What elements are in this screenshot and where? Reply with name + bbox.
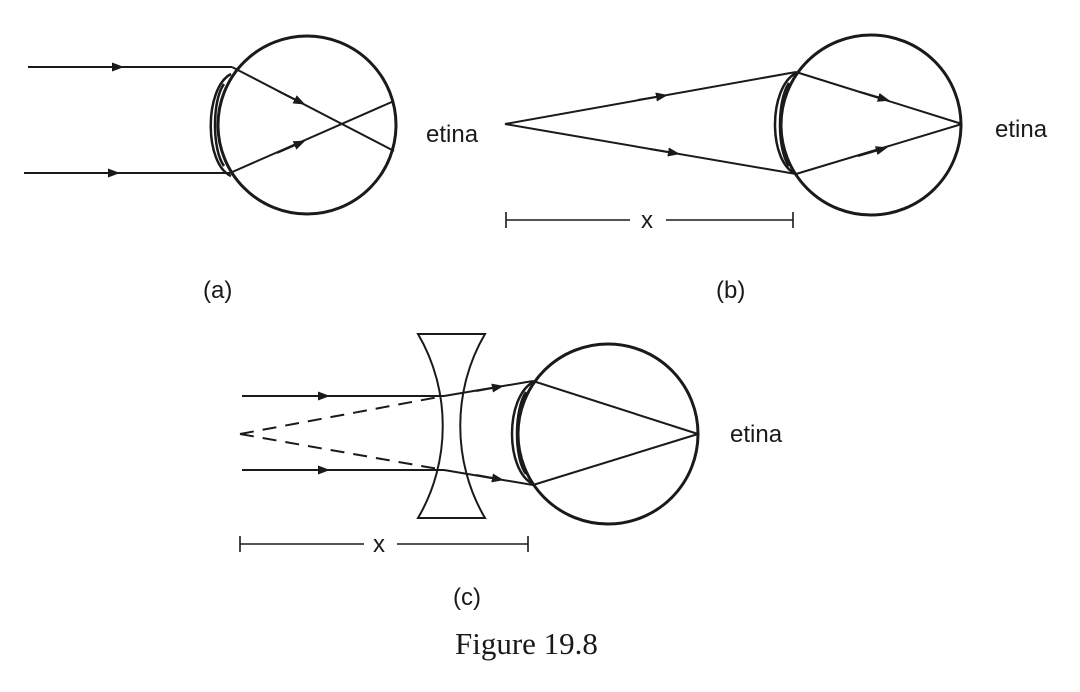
- panel-label-a: (a): [203, 277, 232, 304]
- distance-label-c: x: [373, 531, 385, 558]
- cornea-c: [510, 380, 534, 486]
- cornea-inner-b: [778, 82, 791, 167]
- diverged-arrow-top-c: [475, 383, 504, 393]
- refracted-arrow-bottom-a: [276, 140, 306, 154]
- panel-b: x etina (b): [504, 33, 1048, 304]
- cornea-a: [209, 72, 232, 178]
- virtual-ray-top-c: [239, 395, 445, 435]
- eyeball-b: [779, 33, 963, 217]
- refracted-ray-top-c: [532, 380, 699, 435]
- retina-label-a: etina: [426, 121, 479, 148]
- cornea-b: [773, 71, 797, 176]
- cornea-inner-a: [213, 83, 226, 167]
- panel-c: x etina (c): [239, 333, 783, 611]
- refracted-ray-bottom-c: [532, 433, 699, 486]
- refracted-arrow-bottom-b: [857, 146, 888, 157]
- distance-bar-c: [239, 536, 529, 552]
- cornea-inner-c: [515, 391, 528, 475]
- refracted-arrow-top-b: [859, 91, 890, 102]
- diverged-arrow-bottom-c: [475, 473, 504, 483]
- eyeball-a: [216, 34, 398, 216]
- concave-lens: [416, 333, 487, 519]
- eyeball-c: [516, 342, 700, 526]
- object-arrow-top-b: [637, 92, 668, 102]
- figure-caption: Figure 19.8: [455, 626, 598, 661]
- distance-bar-b: [505, 212, 794, 228]
- panel-label-c: (c): [453, 584, 481, 611]
- panel-a: etina (a): [24, 34, 479, 304]
- object-arrow-bottom-b: [649, 147, 680, 157]
- virtual-ray-bottom-c: [239, 433, 445, 471]
- distance-label-b: x: [641, 207, 653, 234]
- refracted-ray-bottom-a: [229, 100, 395, 174]
- refracted-ray-top-a: [231, 66, 395, 152]
- retina-label-b: etina: [995, 116, 1048, 143]
- retina-label-c: etina: [730, 421, 783, 448]
- panel-label-b: (b): [716, 277, 745, 304]
- refracted-arrow-top-a: [277, 90, 306, 105]
